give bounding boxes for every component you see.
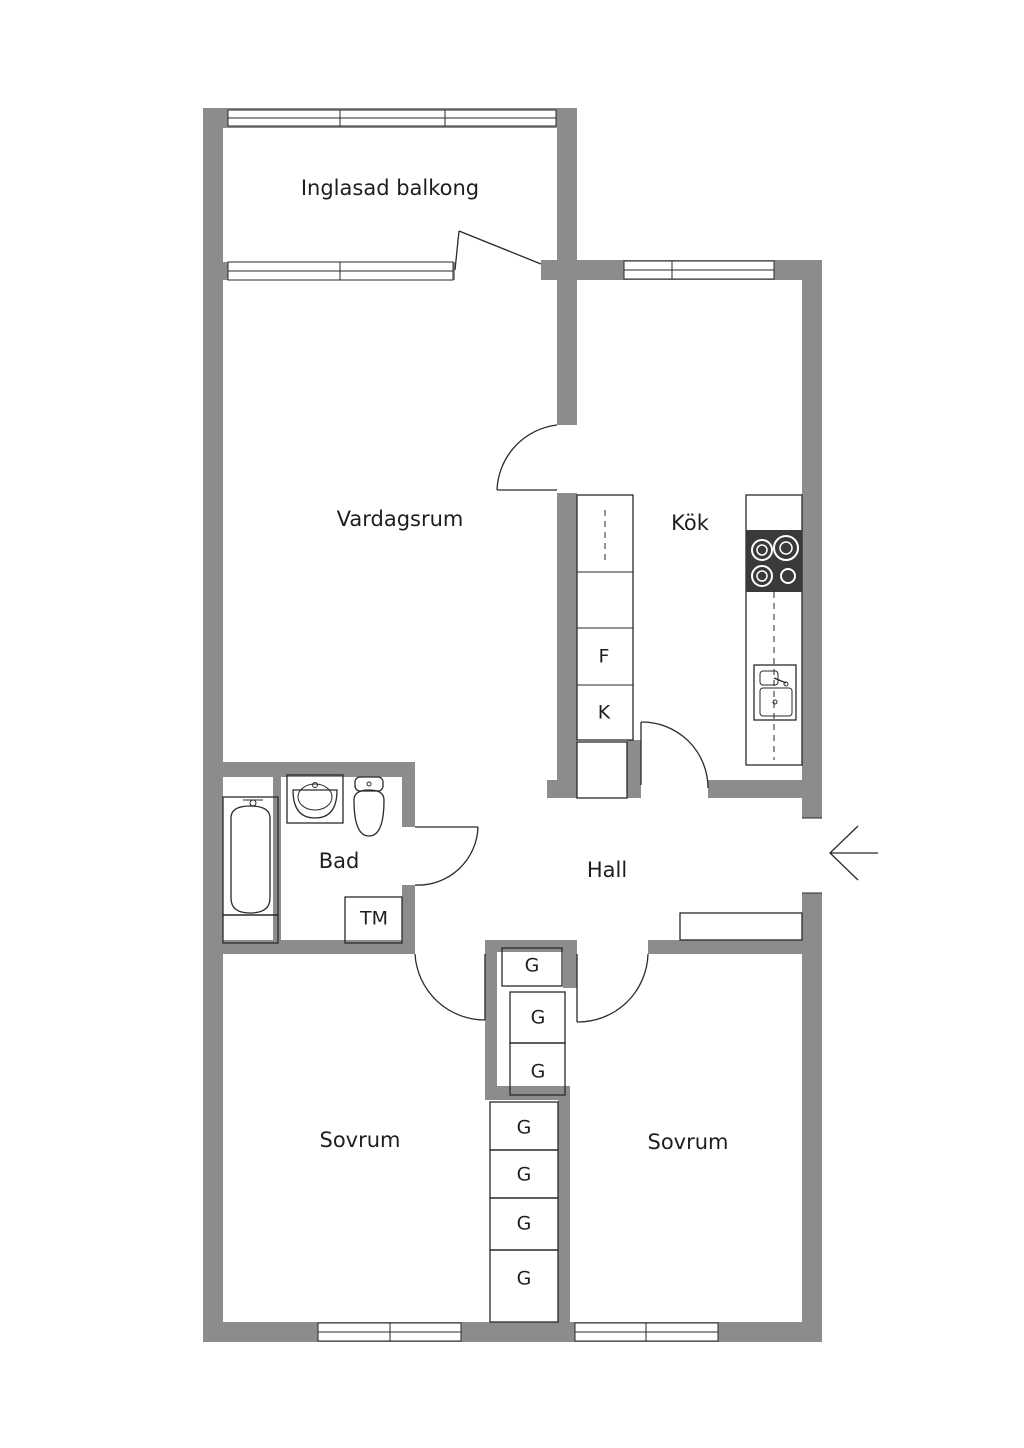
wardrobe-label: G [517,1268,532,1290]
windows [227,109,775,1342]
wardrobe-label: G [517,1164,532,1186]
room-label-bedroom-right: Sovrum [647,1130,728,1154]
room-label-living-room: Vardagsrum [337,507,464,531]
room-label-bathroom: Bad [319,849,360,873]
fixture-label-freezer: F [599,646,610,668]
wardrobe-label: G [525,955,540,977]
room-label-kitchen: Kök [671,511,710,535]
wardrobe-label: G [531,1007,546,1029]
kitchen-fixtures [576,494,803,799]
room-label-balcony: Inglasad balkong [301,176,479,200]
bathtub-icon [222,796,279,944]
washbasin-icon [286,774,344,824]
hall-fixtures [679,912,803,941]
wardrobe-label: G [517,1213,532,1235]
bathroom-fixtures [222,774,403,944]
sink-icon [753,664,797,721]
fixture-label-fridge: K [598,702,611,724]
wardrobe-label: G [517,1117,532,1139]
arrow-left-icon [829,825,878,881]
wardrobes [489,947,566,1323]
room-label-hall: Hall [587,858,627,882]
toilet-icon [353,776,385,837]
fixture-label-washer: TM [359,908,388,930]
walls [203,108,822,1342]
room-label-bedroom-left: Sovrum [319,1128,400,1152]
wardrobe-label: G [531,1061,546,1083]
doors [414,230,822,1023]
